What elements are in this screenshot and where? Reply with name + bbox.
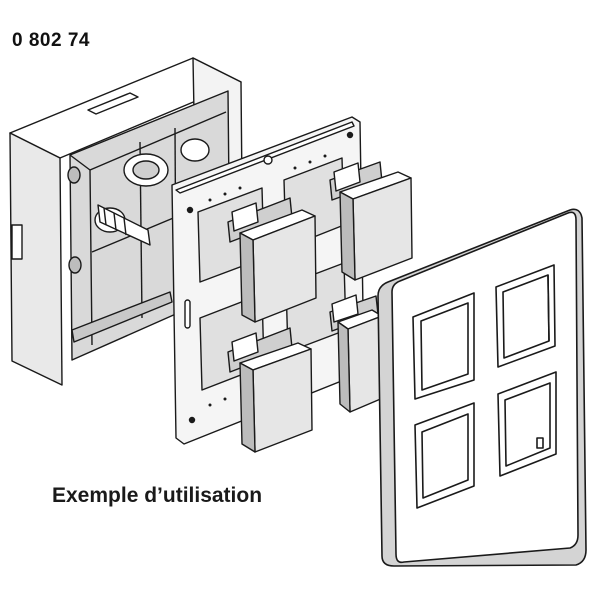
cover-window-top-left <box>412 292 475 400</box>
switch-module-top-right <box>329 161 413 281</box>
cover-plate <box>377 208 587 567</box>
switch-module-top-left <box>227 197 317 323</box>
cover-window-bottom-left <box>414 402 475 509</box>
switch-module-bottom-left <box>227 327 313 453</box>
cover-window-bottom-right <box>497 371 557 477</box>
switch-module-bottom-right <box>329 294 384 413</box>
product-reference: 0 802 74 <box>12 30 90 51</box>
usage-caption: Exemple d’utilisation <box>52 484 263 507</box>
cover-window-top-right <box>495 264 556 368</box>
